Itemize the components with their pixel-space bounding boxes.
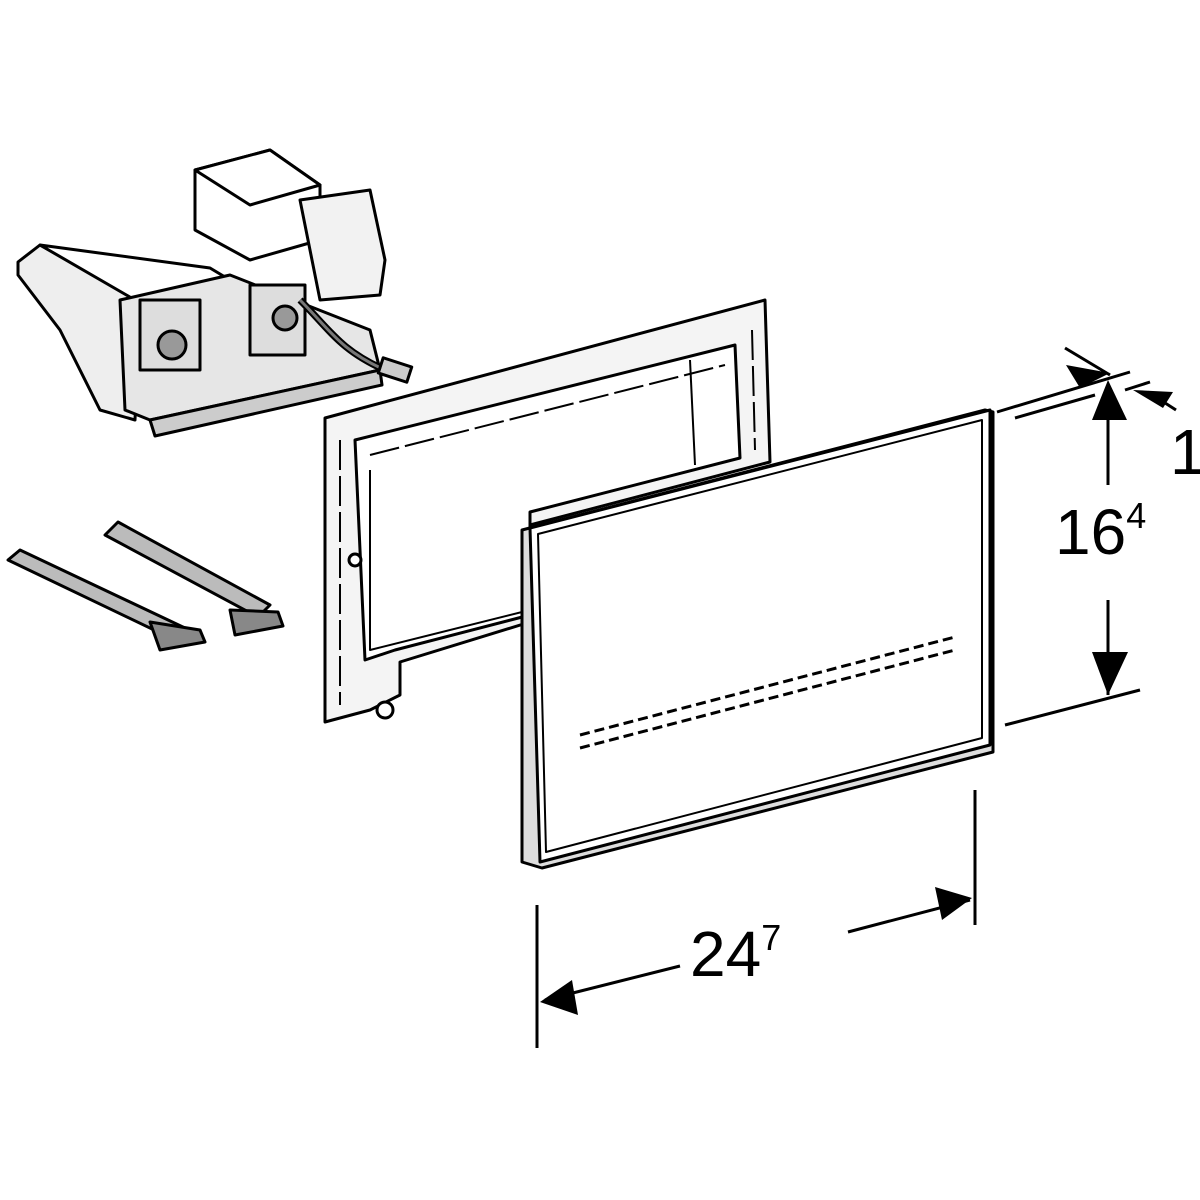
height-decimal: 4 <box>1126 495 1147 536</box>
arrow-left-icon <box>1133 390 1173 408</box>
depth-dimension-label: 1 <box>1170 416 1200 488</box>
arrow-left-icon <box>540 980 578 1015</box>
arrow-up-icon <box>1092 380 1127 420</box>
width-value: 24 <box>690 918 762 990</box>
electronic-module <box>16 148 414 438</box>
height-value: 16 <box>1055 496 1127 568</box>
arrow-down-icon <box>1092 652 1128 695</box>
width-dimension-label: 247 <box>690 920 781 987</box>
mounting-frame <box>323 298 772 724</box>
height-dimension-label: 164 <box>1055 498 1146 565</box>
dimension-lines <box>535 346 1177 1048</box>
width-decimal: 7 <box>761 917 782 958</box>
fixing-bars <box>6 520 285 652</box>
actuator-plate <box>520 408 995 870</box>
arrow-right-icon <box>1066 365 1110 388</box>
arrow-right-icon <box>935 887 972 920</box>
